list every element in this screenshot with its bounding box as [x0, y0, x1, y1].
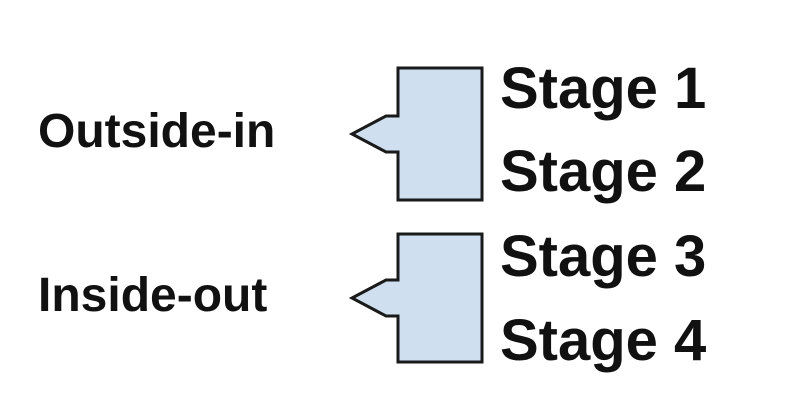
left-arrow-outside-in — [348, 66, 484, 202]
group-label-outside-in: Outside-in — [38, 105, 276, 158]
stage-3-label: Stage 3 — [500, 224, 707, 289]
stage-2-label: Stage 2 — [500, 139, 707, 204]
stage-4-label: Stage 4 — [500, 308, 707, 373]
group-label-inside-out: Inside-out — [38, 269, 268, 322]
left-arrow-inside-out — [348, 232, 484, 364]
stage-1-label: Stage 1 — [500, 56, 707, 121]
